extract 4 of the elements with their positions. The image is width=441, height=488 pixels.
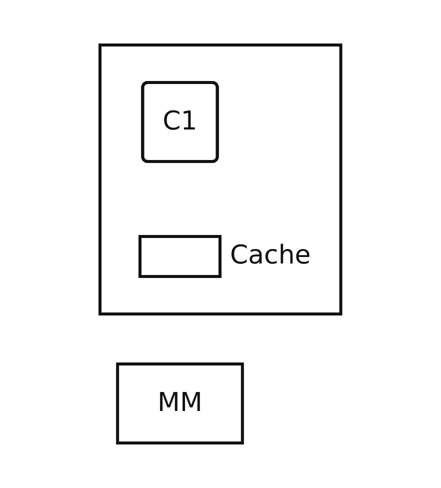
empty-box [138, 235, 222, 278]
process-box: C1 [141, 81, 219, 163]
side-label: Cache [230, 240, 311, 271]
process-box: MM [116, 362, 244, 444]
